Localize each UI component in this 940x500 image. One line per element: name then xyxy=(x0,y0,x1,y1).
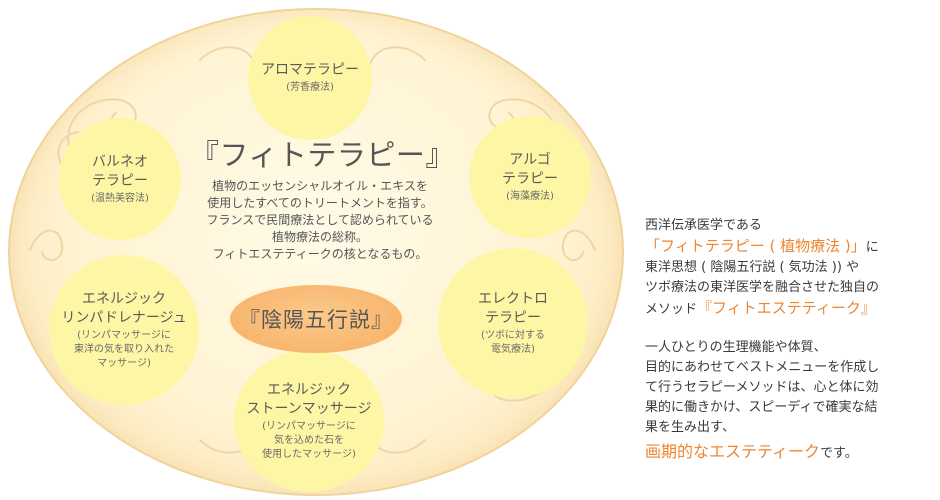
side-p2-line: 果的に働きかけ、スピーディで確実な結 xyxy=(645,400,878,415)
side-p2-line: 果を生み出す、 xyxy=(645,420,735,435)
center-description: 植物のエッセンシャルオイル・エキスを 使用したすべてのトリートメントを指す。 フ… xyxy=(180,178,460,263)
therapy-electro-title: エレクトロ テラピー xyxy=(478,290,548,326)
therapy-aroma-title: アロマテラピー xyxy=(261,62,359,78)
center-desc-line: フィトエステティークの核となるもの。 xyxy=(212,247,428,261)
center-desc-line: フランスで民間療法として認められている xyxy=(206,213,434,227)
therapy-electro: エレクトロ テラピー (ツボに対する 電気療法) xyxy=(438,248,588,398)
center-desc-line: 使用したすべてのトリートメントを指す。 xyxy=(207,196,433,210)
therapy-aroma-sub: (芳香療法) xyxy=(286,82,334,93)
side-text: 西洋伝承医学である 「フィトテラピー ( 植物療法 )」に 東洋思想 ( 陰陽五… xyxy=(645,216,935,464)
side-final-line: 画期的なエステティークです。 xyxy=(645,442,935,464)
therapy-balneo-title: バルネオ テラピー xyxy=(92,153,148,189)
therapy-electro-sub: (ツボに対する 電気療法) xyxy=(481,329,545,355)
side-final-rest: です。 xyxy=(820,446,858,461)
therapy-stone-title: エネルジック ストーンマッサージ xyxy=(246,381,372,417)
side-p2-line: 一人ひとりの生理機能や体質、 xyxy=(645,340,827,355)
side-highlight-final: 画期的なエステティーク xyxy=(645,442,821,461)
center-title: 『フィトテラピー』 xyxy=(190,138,455,172)
therapy-algo-sub: (海藻療法) xyxy=(506,190,554,202)
inyou-gogyo-badge: 『陰陽五行説』 xyxy=(230,285,402,353)
side-line-2: 「フィトテラピー ( 植物療法 )」に xyxy=(645,236,935,258)
side-p2-line: 目的にあわせてベストメニューを作成し xyxy=(645,360,880,375)
side-line-5: メソッド『フィトエステティーク』 xyxy=(645,298,935,320)
therapy-lymph-sub: (リンパマッサージに 東洋の気を取り入れた マッサージ) xyxy=(74,329,174,369)
therapy-lymph-title: エネルジック リンパドレナージュ xyxy=(61,290,187,326)
side-line-4: ツボ療法の東洋医学を融合させた独自の xyxy=(645,280,880,295)
therapy-lymph: エネルジック リンパドレナージュ (リンパマッサージに 東洋の気を取り入れた マ… xyxy=(49,255,199,405)
therapy-balneo: バルネオ テラピー (温熱美容法) xyxy=(59,118,181,240)
phyto-diagram: アロマテラピー (芳香療法) バルネオ テラピー (温熱美容法) アルゴ テラピ… xyxy=(8,8,624,496)
center-desc-line: 植物療法の総称。 xyxy=(271,230,368,244)
therapy-stone-sub: (リンパマッサージに 気を込めた石を 使用したマッサージ) xyxy=(262,420,356,460)
side-p2-line: て行うセラピーメソッドは、心と体に効 xyxy=(645,380,879,395)
side-highlight-phyto: 「フィトテラピー ( 植物療法 )」 xyxy=(645,237,866,255)
side-paragraph-2: 一人ひとりの生理機能や体質、 目的にあわせてベストメニューを作成し て行うセラピ… xyxy=(645,338,935,438)
side-line-5-pre: メソッド xyxy=(645,302,698,317)
center-desc-line: 植物のエッセンシャルオイル・エキスを xyxy=(212,179,428,193)
side-line-2-rest: に xyxy=(865,240,879,255)
therapy-balneo-sub: (温熱美容法) xyxy=(91,192,149,204)
therapy-algo-title: アルゴ テラピー xyxy=(502,151,558,187)
therapy-aroma: アロマテラピー (芳香療法) xyxy=(248,16,372,140)
therapy-algo: アルゴ テラピー (海藻療法) xyxy=(469,116,591,238)
side-highlight-method: 『フィトエステティーク』 xyxy=(697,299,876,317)
therapy-stone: エネルジック ストーンマッサージ (リンパマッサージに 気を込めた石を 使用した… xyxy=(234,350,384,492)
side-line-3: 東洋思想 ( 陰陽五行説 ( 気功法 )) や xyxy=(645,260,860,275)
side-line-1: 西洋伝承医学である xyxy=(645,218,762,233)
